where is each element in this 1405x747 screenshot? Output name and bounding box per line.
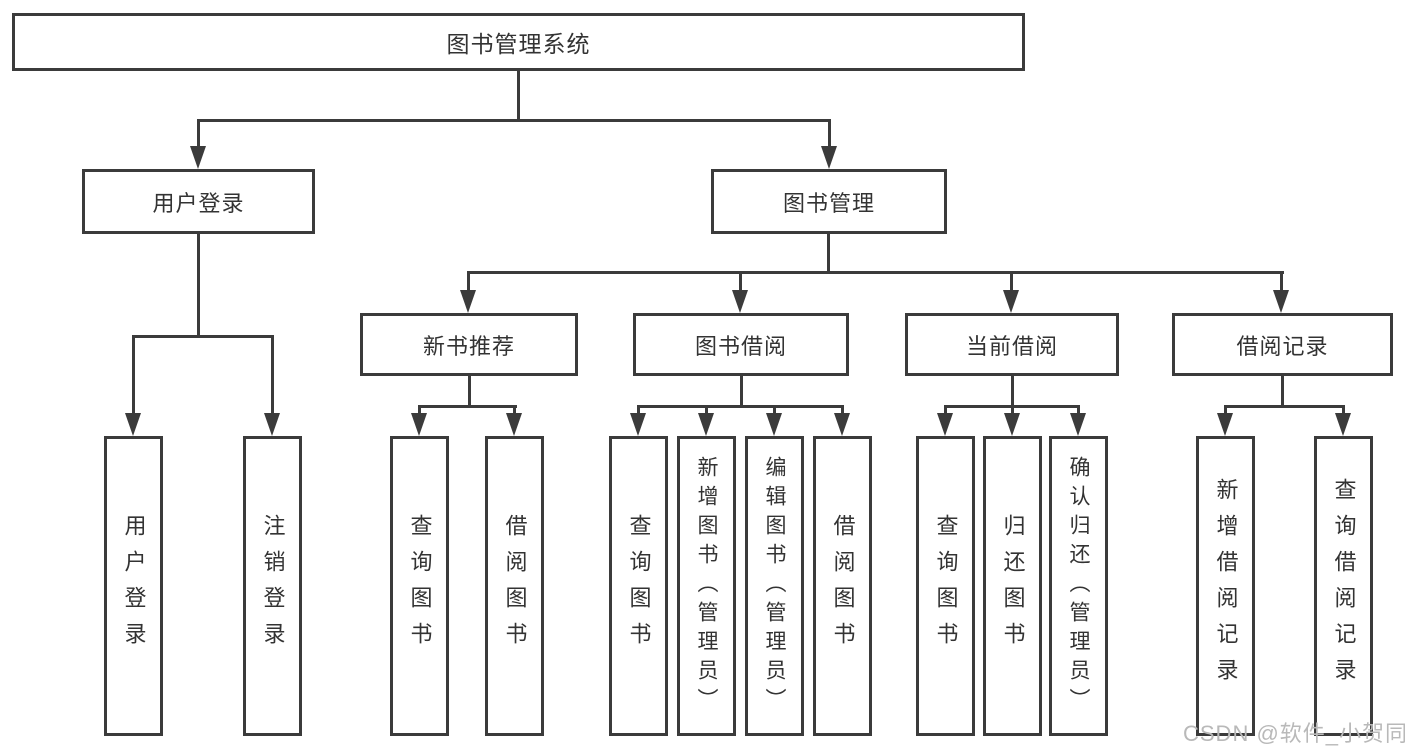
connector-user-login-branch [132, 335, 274, 338]
node-book-management: 图书管理 [711, 169, 947, 234]
leaf-confirm-return-admin-label: 确认归还（管理员） [1067, 455, 1090, 717]
connector-to-book-borrow [739, 271, 742, 293]
arrow-down-icon [937, 413, 953, 436]
arrow-down-icon [834, 413, 850, 436]
node-library-system-label: 图书管理系统 [446, 31, 591, 57]
connector-leaf-stub [841, 405, 844, 417]
connector-borrow-record-stem [1281, 376, 1284, 406]
connector-book-borrow-branch [637, 405, 844, 408]
connector-to-new-book [467, 271, 470, 293]
arrow-down-icon [732, 290, 748, 313]
node-user-login-label: 用户登录 [152, 190, 245, 216]
connector-current-borrow-stem [1011, 376, 1014, 406]
connector-book-management-stem [827, 234, 830, 271]
arrow-down-icon [506, 413, 522, 436]
leaf-query-book-borrow: 查询图书 [609, 436, 668, 736]
arrow-down-icon [190, 146, 206, 169]
node-borrow-record-label: 借阅记录 [1236, 333, 1329, 359]
leaf-query-borrow-record-label: 查询借阅记录 [1331, 478, 1357, 694]
leaf-return-book: 归还图书 [983, 436, 1042, 736]
node-book-borrow-label: 图书借阅 [694, 333, 787, 359]
arrow-down-icon [1335, 413, 1351, 436]
arrow-down-icon [125, 413, 141, 436]
leaf-user-login: 用户登录 [104, 436, 163, 736]
leaf-query-book-current-label: 查询图书 [933, 514, 959, 658]
leaf-logout: 注销登录 [243, 436, 302, 736]
connector-to-leaf-user-login [132, 335, 135, 415]
connector-to-current-borrow [1010, 271, 1013, 293]
arrow-down-icon [630, 413, 646, 436]
node-current-borrow: 当前借阅 [905, 313, 1119, 376]
arrow-down-icon [766, 413, 782, 436]
connector-root-branch [197, 119, 831, 122]
leaf-edit-book-admin: 编辑图书（管理员） [745, 436, 804, 736]
connector-to-leaf-logout [271, 335, 274, 415]
leaf-user-login-label: 用户登录 [121, 514, 147, 658]
connector-to-borrow-record [1280, 271, 1283, 293]
leaf-query-book-current: 查询图书 [916, 436, 975, 736]
connector-borrow-record-branch [1224, 405, 1345, 408]
leaf-query-book-newbook: 查询图书 [390, 436, 449, 736]
arrow-down-icon [1003, 290, 1019, 313]
connector-user-login-stem [197, 234, 200, 335]
arrow-down-icon [411, 413, 427, 436]
arrow-down-icon [264, 413, 280, 436]
connector-leaf-stub [944, 405, 947, 417]
connector-new-book-branch [418, 405, 517, 408]
connector-new-book-stem [468, 376, 471, 406]
connector-book-borrow-stem [740, 376, 743, 406]
leaf-borrow-book-newbook: 借阅图书 [485, 436, 544, 736]
node-library-system: 图书管理系统 [12, 13, 1025, 71]
connector-leaf-stub [705, 405, 708, 417]
leaf-logout-label: 注销登录 [260, 514, 286, 658]
connector-leaf-stub [1011, 405, 1014, 417]
arrow-down-icon [460, 290, 476, 313]
leaf-query-book-borrow-label: 查询图书 [626, 514, 652, 658]
leaf-add-book-admin: 新增图书（管理员） [677, 436, 736, 736]
connector-leaf-stub [513, 405, 516, 417]
connector-leaf-stub [773, 405, 776, 417]
connector-leaf-stub [1224, 405, 1227, 417]
connector-book-management-branch [467, 271, 1284, 274]
arrow-down-icon [1004, 413, 1020, 436]
leaf-add-borrow-record-label: 新增借阅记录 [1213, 478, 1239, 694]
leaf-borrow-book-borrow: 借阅图书 [813, 436, 872, 736]
node-new-book-recommend-label: 新书推荐 [422, 333, 515, 359]
leaf-edit-book-admin-label: 编辑图书（管理员） [763, 455, 786, 717]
node-book-borrow: 图书借阅 [633, 313, 849, 376]
leaf-query-borrow-record: 查询借阅记录 [1314, 436, 1373, 736]
connector-to-user-login [197, 119, 200, 153]
arrow-down-icon [698, 413, 714, 436]
leaf-borrow-book-newbook-label: 借阅图书 [502, 514, 528, 658]
arrow-down-icon [1217, 413, 1233, 436]
arrow-down-icon [1070, 413, 1086, 436]
leaf-return-book-label: 归还图书 [1000, 514, 1026, 658]
connector-leaf-stub [1077, 405, 1080, 417]
connector-root-stem [517, 71, 520, 120]
node-new-book-recommend: 新书推荐 [360, 313, 578, 376]
connector-leaf-stub [637, 405, 640, 417]
leaf-add-book-admin-label: 新增图书（管理员） [695, 455, 718, 717]
arrow-down-icon [1273, 290, 1289, 313]
node-borrow-record: 借阅记录 [1172, 313, 1393, 376]
arrow-down-icon [821, 146, 837, 169]
connector-leaf-stub [418, 405, 421, 417]
csdn-watermark: CSDN @软件_小贺同学 [1183, 721, 1405, 746]
node-current-borrow-label: 当前借阅 [965, 333, 1058, 359]
leaf-confirm-return-admin: 确认归还（管理员） [1049, 436, 1108, 736]
leaf-borrow-book-borrow-label: 借阅图书 [830, 514, 856, 658]
node-user-login: 用户登录 [82, 169, 315, 234]
connector-leaf-stub [1342, 405, 1345, 417]
leaf-query-book-newbook-label: 查询图书 [407, 514, 433, 658]
leaf-add-borrow-record: 新增借阅记录 [1196, 436, 1255, 736]
connector-to-book-management [828, 119, 831, 153]
node-book-management-label: 图书管理 [782, 190, 875, 216]
